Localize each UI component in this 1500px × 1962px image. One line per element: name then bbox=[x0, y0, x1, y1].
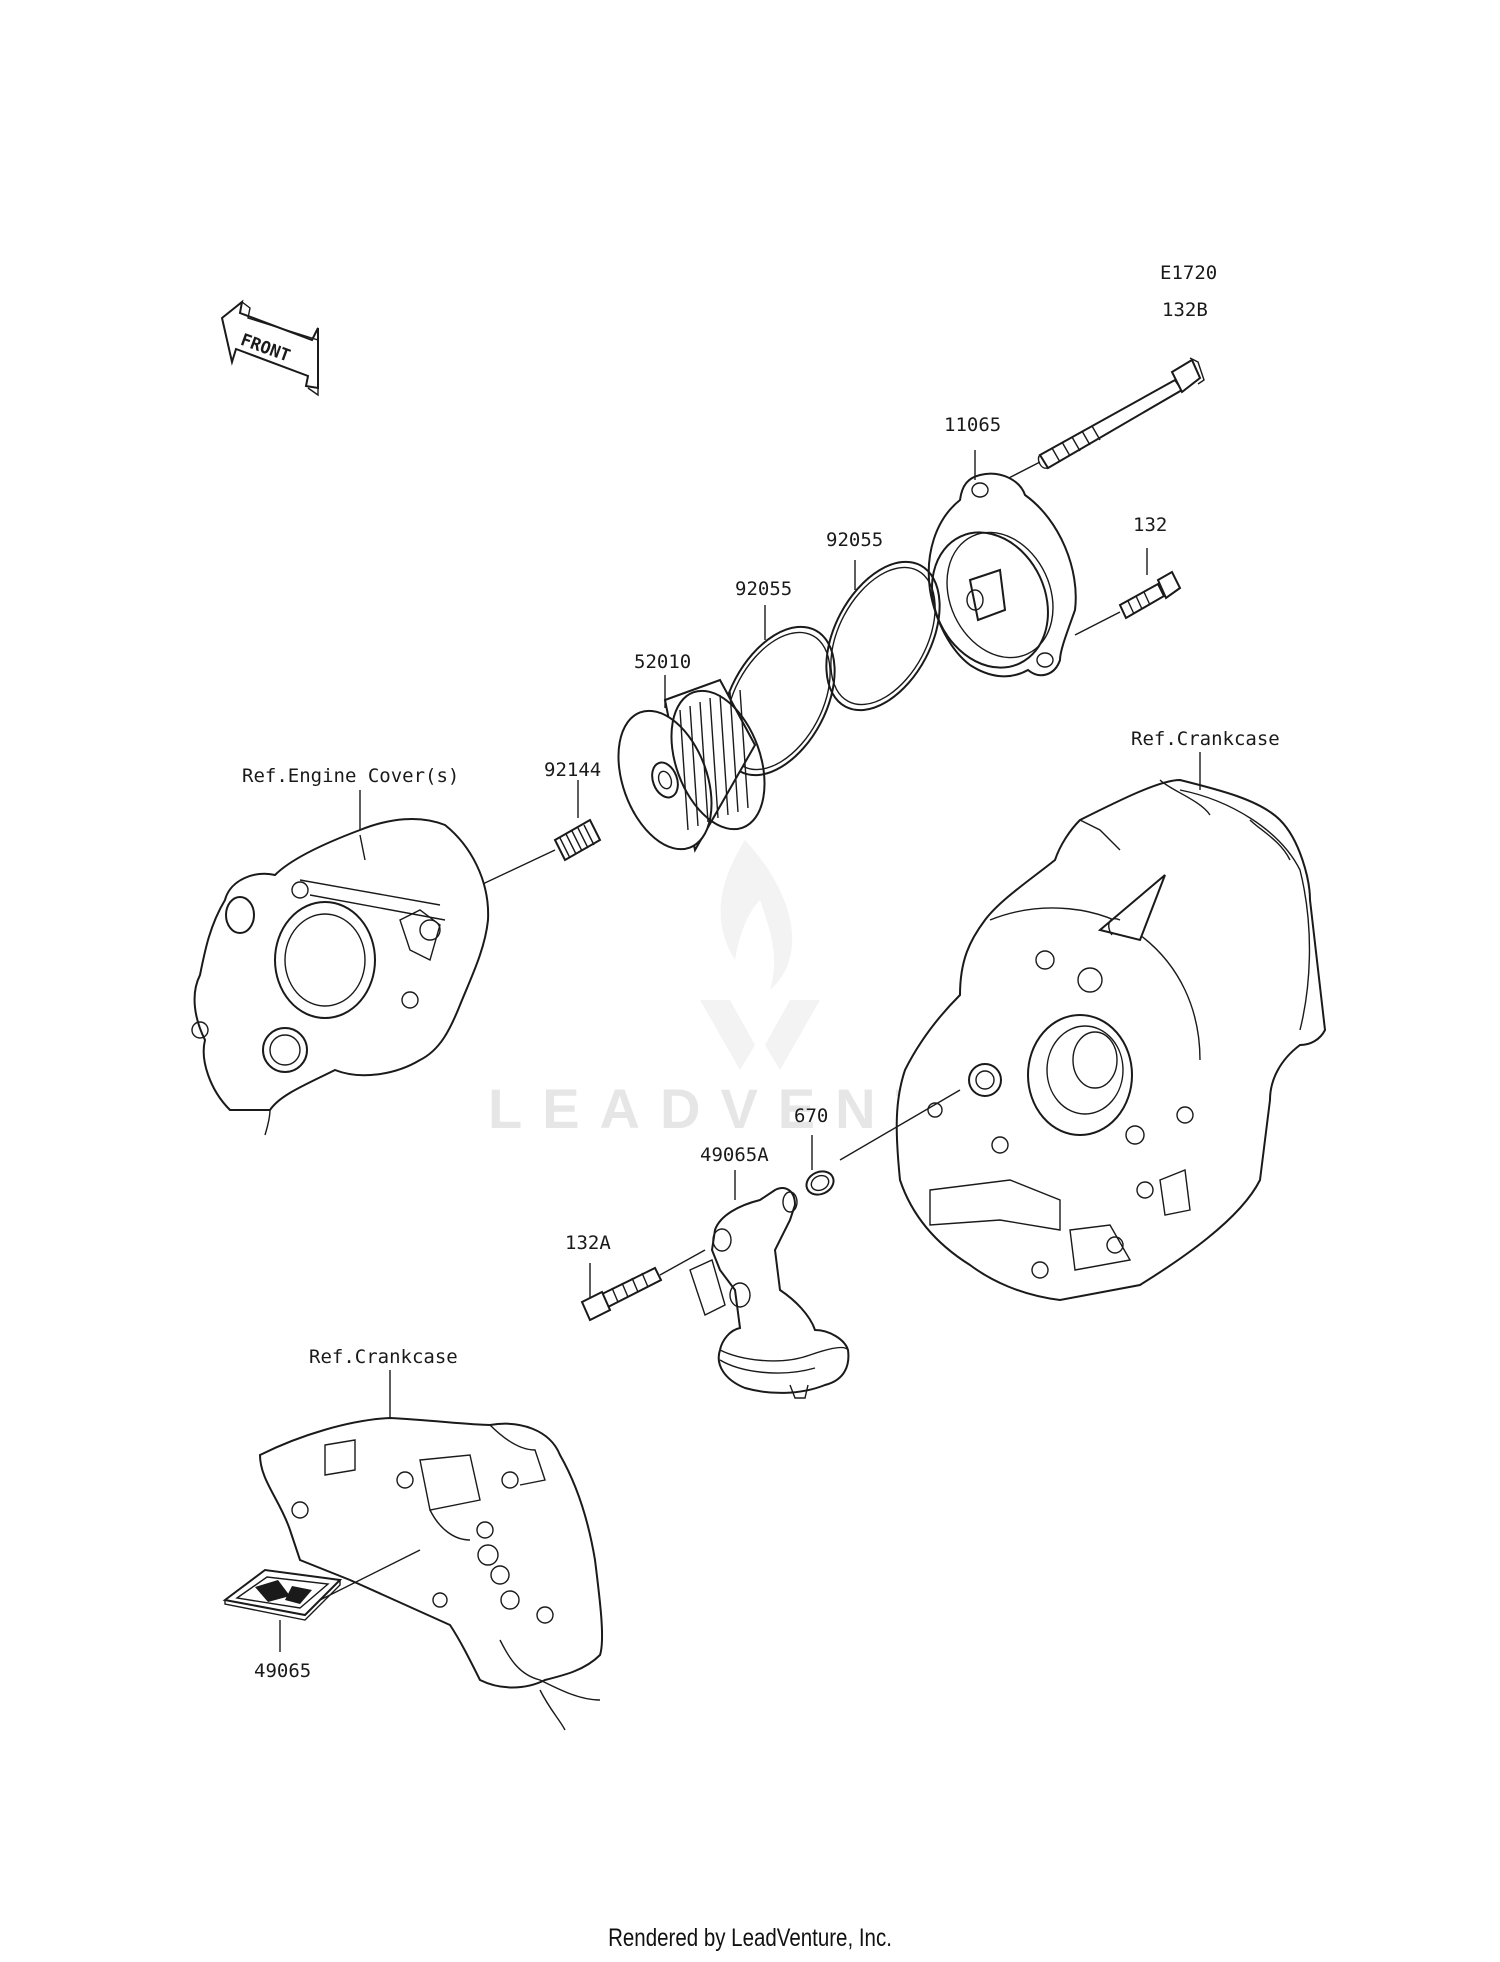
bolt-132 bbox=[1118, 570, 1182, 620]
o-ring-670 bbox=[805, 1170, 835, 1196]
crankcase-right-housing bbox=[895, 778, 1327, 1302]
ref-engine-cover-label: Ref.Engine Cover(s) bbox=[242, 765, 460, 787]
part-label-132[interactable]: 132 bbox=[1133, 514, 1168, 536]
part-label-52010[interactable]: 52010 bbox=[634, 651, 692, 673]
diagram-id-label: E1720 bbox=[1160, 262, 1218, 284]
ref-crankcase-right-label: Ref.Crankcase bbox=[1131, 728, 1280, 750]
part-label-11065[interactable]: 11065 bbox=[944, 414, 1002, 436]
o-ring-92055-right bbox=[825, 560, 941, 712]
part-label-92055-right[interactable]: 92055 bbox=[826, 529, 884, 551]
crankcase-bottom-housing bbox=[258, 1416, 604, 1731]
spring-92144 bbox=[553, 818, 602, 862]
footer-credit: Rendered by LeadVenture, Inc. bbox=[608, 1924, 892, 1952]
part-label-132a[interactable]: 132A bbox=[565, 1232, 611, 1254]
part-label-92144[interactable]: 92144 bbox=[544, 759, 602, 781]
part-label-49065[interactable]: 49065 bbox=[254, 1660, 312, 1682]
part-label-49065a[interactable]: 49065A bbox=[700, 1144, 769, 1166]
front-arrow-icon bbox=[220, 299, 319, 397]
bolt-132a bbox=[580, 1266, 663, 1322]
part-label-670[interactable]: 670 bbox=[794, 1105, 829, 1127]
bolt-132b bbox=[1037, 357, 1205, 470]
part-label-132b[interactable]: 132B bbox=[1162, 299, 1208, 321]
engine-cover-housing bbox=[191, 817, 490, 1136]
strainer-49065a bbox=[689, 1187, 850, 1399]
ref-crankcase-bottom-label: Ref.Crankcase bbox=[309, 1346, 458, 1368]
cover-11065 bbox=[927, 472, 1077, 678]
part-label-92055-left[interactable]: 92055 bbox=[735, 578, 793, 600]
strainer-plate-49065 bbox=[222, 1568, 343, 1621]
watermark-logo-icon bbox=[700, 840, 820, 1070]
oil-filter-52010 bbox=[617, 678, 766, 853]
